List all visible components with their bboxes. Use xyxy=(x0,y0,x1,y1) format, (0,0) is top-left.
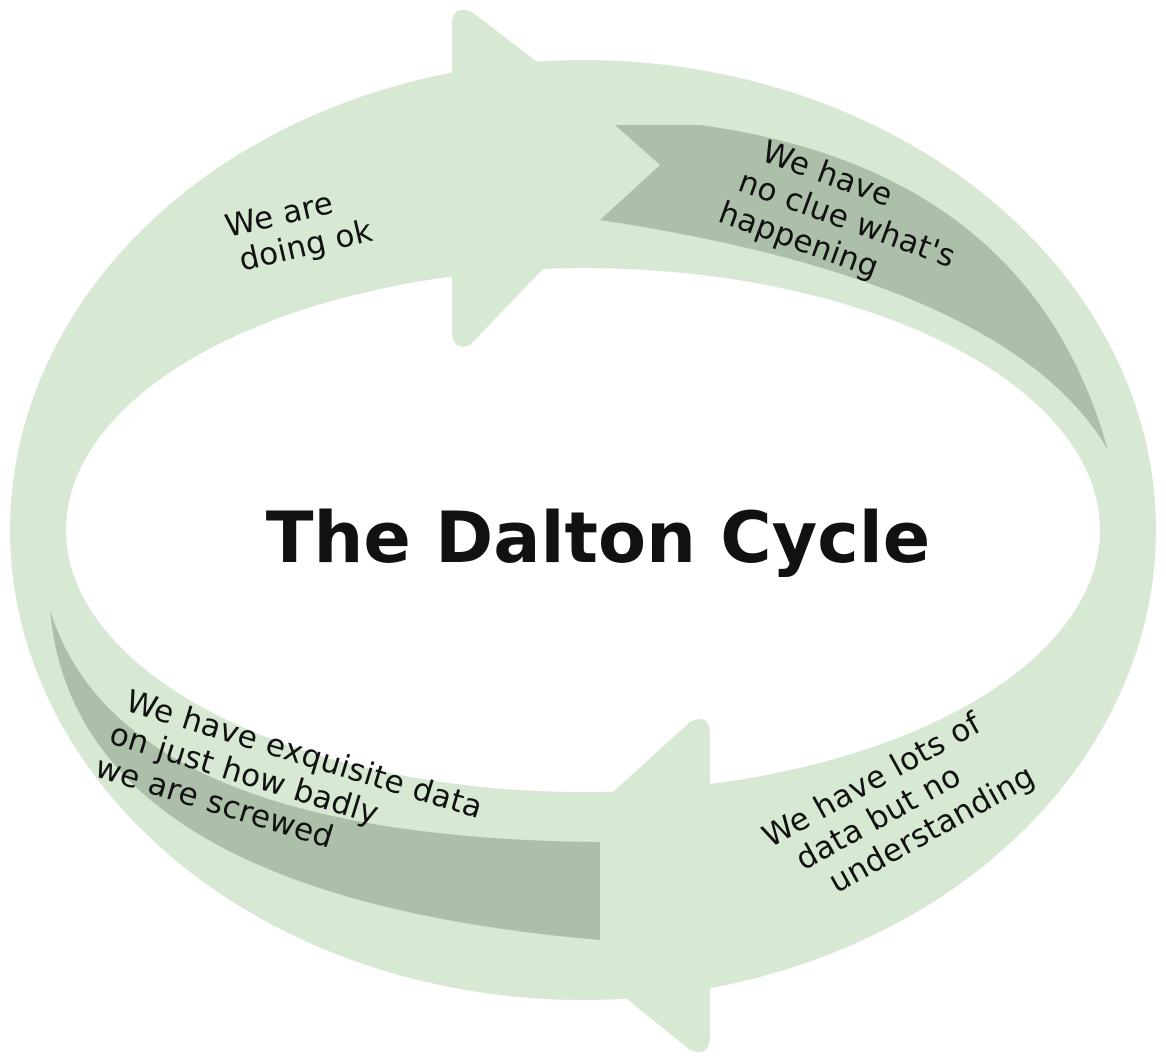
cycle-arrow-bottom-left xyxy=(560,718,710,1053)
stage-label-doing-ok: We aredoing ok xyxy=(222,178,376,280)
cycle-arrow-top-right xyxy=(452,9,600,347)
cycle-ring xyxy=(10,60,1156,1000)
diagram-title: The Dalton Cycle xyxy=(266,497,931,579)
shaded-band-top-right xyxy=(600,125,1108,450)
shaded-band-bottom-left xyxy=(50,610,600,940)
